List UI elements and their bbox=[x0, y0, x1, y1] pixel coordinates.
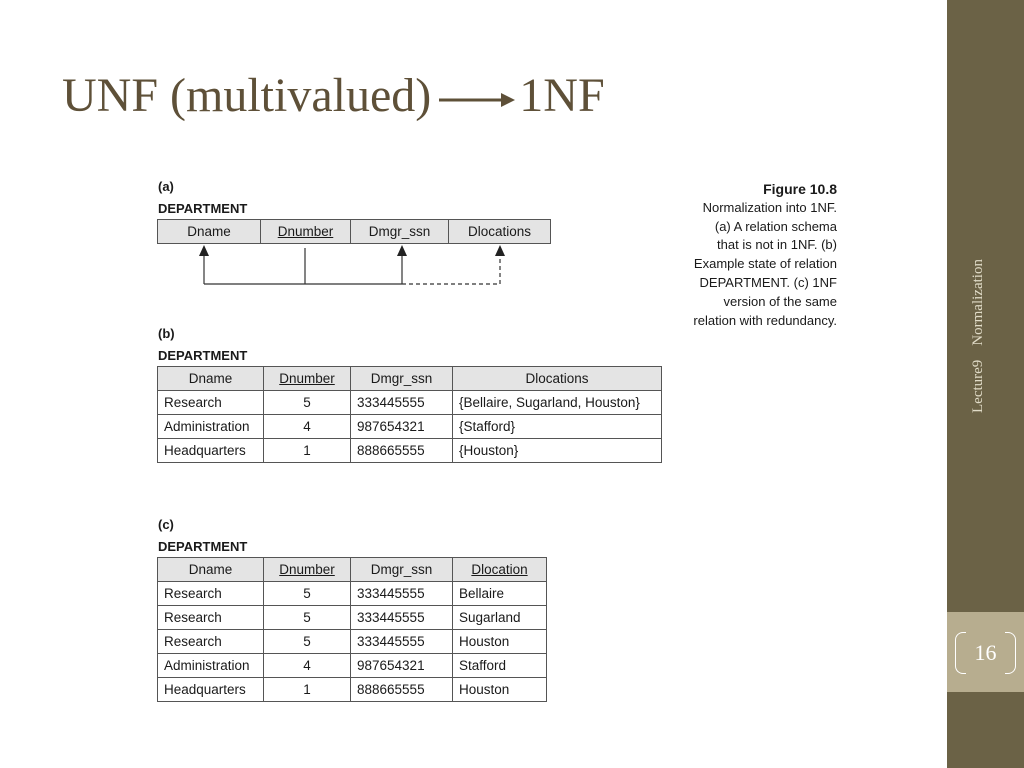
column-header: Dnumber bbox=[260, 219, 351, 244]
table-cell: {Stafford} bbox=[452, 414, 662, 439]
sidebar-topic: Normalization bbox=[970, 259, 986, 346]
table-row: Headquarters 1 888665555 Houston bbox=[157, 677, 547, 702]
column-header: Dlocations bbox=[448, 219, 551, 244]
table-cell: 1 bbox=[263, 438, 351, 463]
table-cell: Houston bbox=[452, 629, 547, 654]
part-c-label: (c) bbox=[158, 517, 174, 532]
table-cell: 333445555 bbox=[350, 605, 453, 630]
table-row: Research 5 333445555 Bellaire bbox=[157, 581, 547, 606]
column-header: Dmgr_ssn bbox=[350, 557, 453, 582]
left-bracket-icon bbox=[955, 632, 966, 674]
part-a-label: (a) bbox=[158, 179, 174, 194]
part-c-relation: DEPARTMENT bbox=[158, 539, 248, 554]
caption-line: that is not in 1NF. (b) bbox=[717, 237, 837, 253]
header-row: Dname Dnumber Dmgr_ssn Dlocations bbox=[157, 366, 662, 391]
column-header: Dmgr_ssn bbox=[350, 219, 449, 244]
table-cell: Research bbox=[157, 390, 264, 415]
page-number: 16 bbox=[974, 640, 997, 665]
column-header: Dnumber bbox=[263, 366, 351, 391]
department-table-b: Dname Dnumber Dmgr_ssn Dlocations Resear… bbox=[157, 366, 662, 463]
table-cell: 5 bbox=[263, 581, 351, 606]
table-cell: 888665555 bbox=[350, 438, 453, 463]
table-cell: 4 bbox=[263, 414, 351, 439]
table-cell: Houston bbox=[452, 677, 547, 702]
figure-caption: Figure 10.8 Normalization into 1NF. (a) … bbox=[662, 180, 837, 330]
column-header: Dnumber bbox=[263, 557, 351, 582]
table-cell: Bellaire bbox=[452, 581, 547, 606]
right-bracket-icon bbox=[1005, 632, 1016, 674]
caption-line: DEPARTMENT. (c) 1NF bbox=[699, 274, 837, 290]
header-row: Dname Dnumber Dmgr_ssn Dlocation bbox=[157, 557, 547, 582]
table-cell: Headquarters bbox=[157, 438, 264, 463]
functional-dependency-diagram bbox=[199, 245, 505, 285]
caption-line: (a) A relation schema bbox=[714, 218, 837, 234]
column-header: Dname bbox=[157, 557, 264, 582]
page-number-box: 16 bbox=[947, 612, 1024, 692]
table-row: Research 5 333445555 {Bellaire, Sugarlan… bbox=[157, 390, 662, 415]
slide-title: UNF (multivalued) 1NF bbox=[62, 66, 605, 126]
table-cell: {Houston} bbox=[452, 438, 662, 463]
column-header: Dlocation bbox=[452, 557, 547, 582]
column-header: Dmgr_ssn bbox=[350, 366, 453, 391]
table-cell: Research bbox=[157, 605, 264, 630]
part-b-relation: DEPARTMENT bbox=[158, 348, 248, 363]
table-cell: 5 bbox=[263, 605, 351, 630]
caption-line: version of the same bbox=[723, 293, 837, 309]
column-header: Dname bbox=[157, 366, 264, 391]
title-left: UNF (multivalued) bbox=[62, 69, 432, 122]
table-cell: {Bellaire, Sugarland, Houston} bbox=[452, 390, 662, 415]
table-cell: 4 bbox=[263, 653, 351, 678]
caption-line: Example state of relation bbox=[693, 256, 837, 272]
table-cell: Sugarland bbox=[452, 605, 547, 630]
table-cell: 333445555 bbox=[350, 581, 453, 606]
table-cell: Research bbox=[157, 629, 264, 654]
right-arrow-icon bbox=[439, 92, 516, 107]
table-cell: 1 bbox=[263, 677, 351, 702]
sidebar-text: Lecture9 Normalization bbox=[970, 233, 1000, 413]
table-cell: 333445555 bbox=[350, 390, 453, 415]
table-cell: Administration bbox=[157, 653, 264, 678]
sidebar-lecture: Lecture9 bbox=[970, 359, 986, 413]
caption-title: Figure 10.8 bbox=[763, 181, 837, 197]
column-header: Dname bbox=[157, 219, 261, 244]
caption-line: Normalization into 1NF. bbox=[702, 199, 837, 215]
table-row: Research 5 333445555 Houston bbox=[157, 629, 547, 654]
table-row: Administration 4 987654321 Stafford bbox=[157, 653, 547, 678]
table-cell: 987654321 bbox=[350, 414, 453, 439]
table-cell: Stafford bbox=[452, 653, 547, 678]
title-right: 1NF bbox=[519, 69, 605, 122]
part-b-label: (b) bbox=[158, 326, 175, 341]
table-cell: Research bbox=[157, 581, 264, 606]
table-cell: 5 bbox=[263, 629, 351, 654]
table-cell: 333445555 bbox=[350, 629, 453, 654]
table-cell: Headquarters bbox=[157, 677, 264, 702]
table-row: Research 5 333445555 Sugarland bbox=[157, 605, 547, 630]
table-row: Headquarters 1 888665555 {Houston} bbox=[157, 438, 662, 463]
schema-table-a: Dname Dnumber Dmgr_ssn Dlocations bbox=[157, 219, 551, 244]
column-header: Dlocations bbox=[452, 366, 662, 391]
caption-line: relation with redundancy. bbox=[693, 312, 837, 328]
part-a-relation: DEPARTMENT bbox=[158, 201, 248, 216]
department-table-c: Dname Dnumber Dmgr_ssn Dlocation Researc… bbox=[157, 557, 547, 702]
table-cell: 5 bbox=[263, 390, 351, 415]
table-cell: 888665555 bbox=[350, 677, 453, 702]
table-cell: Administration bbox=[157, 414, 264, 439]
header-row: Dname Dnumber Dmgr_ssn Dlocations bbox=[157, 219, 551, 244]
table-cell: 987654321 bbox=[350, 653, 453, 678]
table-row: Administration 4 987654321 {Stafford} bbox=[157, 414, 662, 439]
